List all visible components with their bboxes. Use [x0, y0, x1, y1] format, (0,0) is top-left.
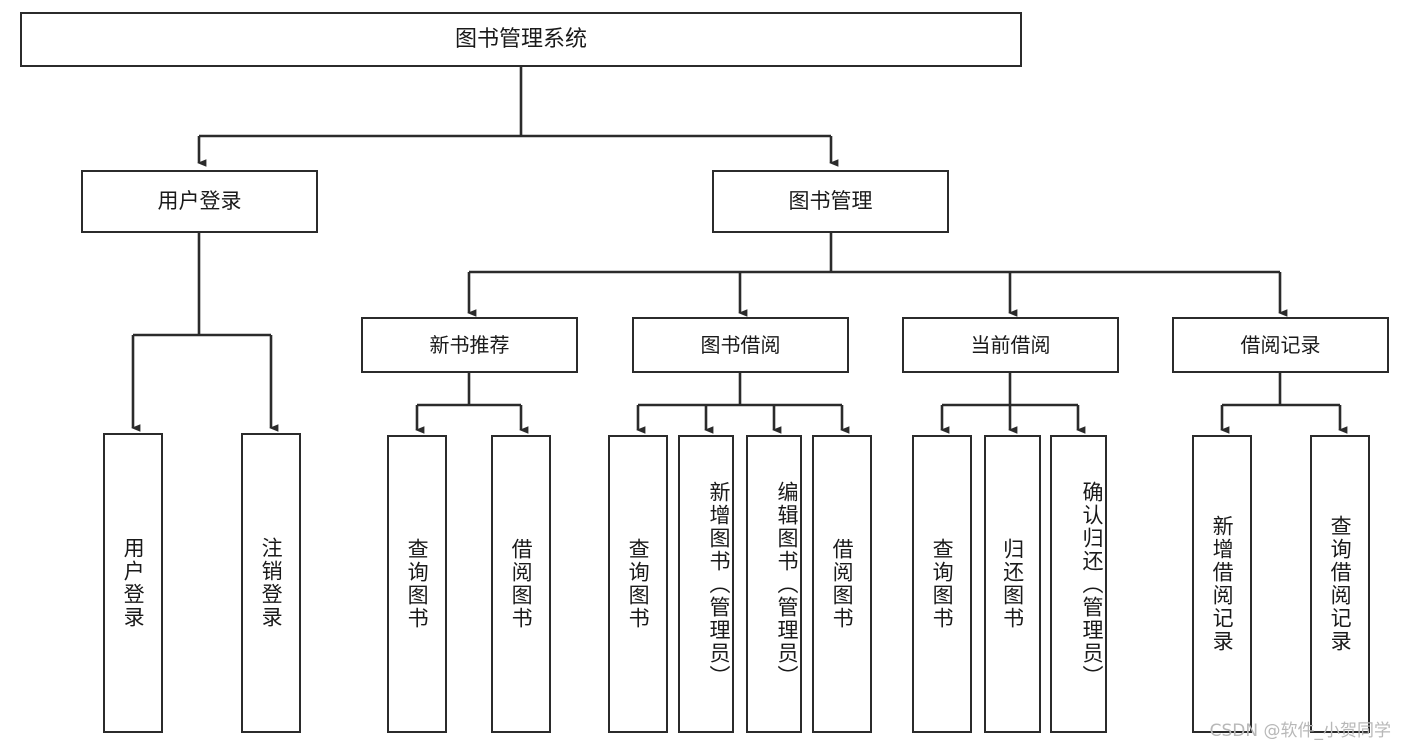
node-book-manage-label: 图书管理 [788, 189, 873, 214]
node-borrow-record-label: 借阅记录 [1240, 332, 1321, 357]
node-leaf-add-borrow-record[interactable]: 新增借阅记录 [1192, 435, 1252, 733]
node-book-borrow[interactable]: 图书借阅 [632, 317, 849, 373]
node-leaf-add-book-admin[interactable]: 新增图书（管理员） [678, 435, 734, 733]
node-leaf-borrow-book-2-label: 借阅图书 [830, 538, 855, 630]
node-borrow-record[interactable]: 借阅记录 [1172, 317, 1389, 373]
watermark: CSDN @软件_小贺同学 [1209, 721, 1391, 741]
node-leaf-query-book-1[interactable]: 查询图书 [387, 435, 447, 733]
node-leaf-borrow-book-1[interactable]: 借阅图书 [491, 435, 551, 733]
node-current-borrow[interactable]: 当前借阅 [902, 317, 1119, 373]
node-leaf-user-login-label: 用户登录 [121, 537, 146, 629]
node-leaf-logout-login[interactable]: 注销登录 [241, 433, 301, 733]
node-new-book-recommend[interactable]: 新书推荐 [361, 317, 578, 373]
node-leaf-edit-book-admin-label: 编辑图书（管理员） [775, 480, 799, 688]
node-leaf-user-login[interactable]: 用户登录 [103, 433, 163, 733]
node-book-manage[interactable]: 图书管理 [712, 170, 949, 233]
node-leaf-query-borrow-record[interactable]: 查询借阅记录 [1310, 435, 1370, 733]
node-leaf-borrow-book-2[interactable]: 借阅图书 [812, 435, 872, 733]
node-current-borrow-label: 当前借阅 [970, 332, 1051, 357]
node-user-login-label: 用户登录 [157, 189, 242, 214]
node-root[interactable]: 图书管理系统 [20, 12, 1022, 67]
node-user-login[interactable]: 用户登录 [81, 170, 318, 233]
node-leaf-query-book-2[interactable]: 查询图书 [608, 435, 668, 733]
node-leaf-confirm-return-admin[interactable]: 确认归还（管理员） [1050, 435, 1107, 733]
node-book-borrow-label: 图书借阅 [700, 332, 781, 357]
node-leaf-logout-login-label: 注销登录 [259, 537, 284, 629]
node-new-book-recommend-label: 新书推荐 [429, 332, 510, 357]
node-leaf-return-book[interactable]: 归还图书 [984, 435, 1041, 733]
node-leaf-query-borrow-record-label: 查询借阅记录 [1328, 515, 1353, 653]
node-leaf-add-book-admin-label: 新增图书（管理员） [707, 480, 731, 688]
node-leaf-edit-book-admin[interactable]: 编辑图书（管理员） [746, 435, 802, 733]
node-leaf-query-book-1-label: 查询图书 [405, 538, 430, 630]
node-leaf-confirm-return-admin-label: 确认归还（管理员） [1080, 480, 1104, 688]
node-leaf-borrow-book-1-label: 借阅图书 [509, 538, 534, 630]
node-leaf-add-borrow-record-label: 新增借阅记录 [1210, 515, 1235, 653]
node-leaf-query-book-3[interactable]: 查询图书 [912, 435, 972, 733]
node-leaf-query-book-2-label: 查询图书 [626, 538, 651, 630]
node-root-label: 图书管理系统 [454, 26, 587, 52]
node-leaf-query-book-3-label: 查询图书 [930, 538, 955, 630]
node-leaf-return-book-label: 归还图书 [1000, 538, 1025, 630]
